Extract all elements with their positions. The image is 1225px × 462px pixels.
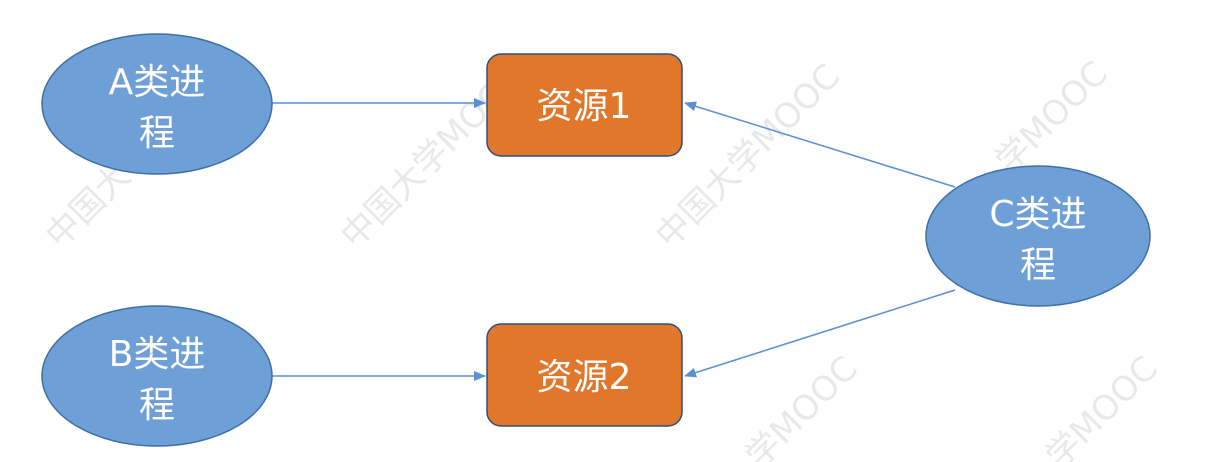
watermark-text: 学MOOC [988, 54, 1116, 182]
resource-1-box [486, 53, 683, 157]
process-c-ellipse [925, 165, 1151, 307]
process-c-label-line1: C类进 [989, 194, 1086, 235]
process-b-label-line1: B类进 [109, 334, 206, 375]
process-c-node: C类进 程 [925, 165, 1151, 307]
process-a-label-line1: A类进 [109, 62, 206, 103]
watermark-text: 学MOOC [1038, 349, 1166, 462]
process-a-ellipse [41, 33, 273, 175]
resource-2-node: 资源2 [486, 323, 683, 427]
resource-2-label: 资源2 [537, 357, 632, 398]
resource-1-label: 资源1 [537, 86, 632, 127]
edge-layer [272, 98, 956, 381]
watermark-text: 学MOOC [738, 349, 866, 462]
process-b-node: B类进 程 [41, 305, 273, 447]
edge-c-to-resource2 [684, 289, 956, 378]
resource-2-box [486, 323, 683, 427]
process-a-node: A类进 程 [41, 33, 273, 175]
edge-c-to-resource1 [684, 101, 956, 188]
process-b-ellipse [41, 305, 273, 447]
process-a-label-line2: 程 [139, 113, 175, 154]
process-b-label-line2: 程 [139, 385, 175, 426]
process-c-label-line2: 程 [1020, 245, 1056, 286]
resource-1-node: 资源1 [486, 53, 683, 157]
